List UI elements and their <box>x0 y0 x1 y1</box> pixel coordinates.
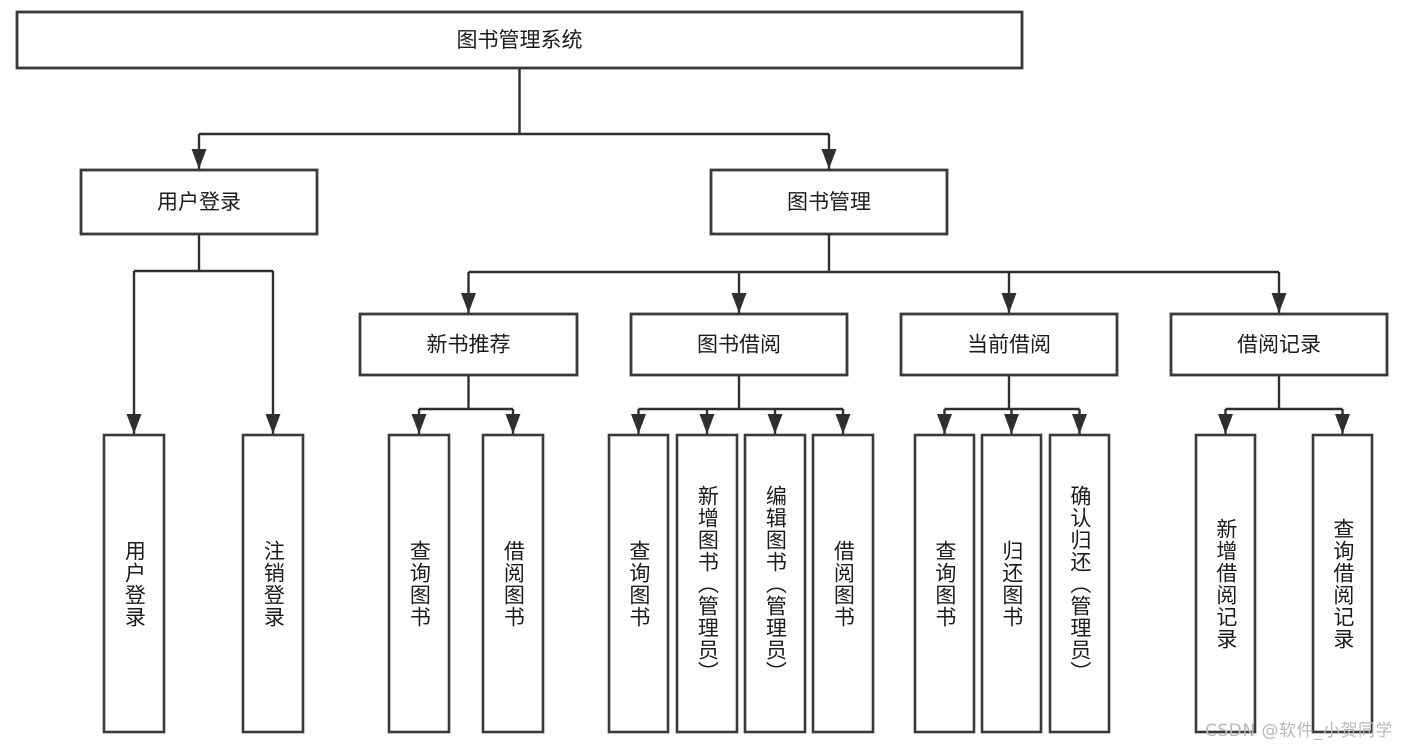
root-arrow-1 <box>821 149 837 169</box>
node-book-manage-label: 图书管理 <box>787 190 871 214</box>
node-new-book-recommend[interactable] <box>358 312 579 377</box>
node-book-borrow[interactable] <box>629 312 849 377</box>
new-book-recommend-arrow-0 <box>411 414 427 434</box>
book-borrow-arrow-1 <box>699 414 715 434</box>
node-root[interactable] <box>15 10 1024 70</box>
node-leaf-confirm-return[interactable] <box>1048 433 1111 734</box>
node-leaf-query-book-2[interactable] <box>607 433 670 734</box>
book-manage-arrow-1 <box>731 293 747 313</box>
node-leaf-borrow-book-1[interactable] <box>481 433 545 734</box>
node-borrow-record[interactable] <box>1169 312 1389 377</box>
node-leaf-user-login[interactable] <box>102 433 166 734</box>
book-manage-arrow-2 <box>1001 293 1017 313</box>
book-borrow-arrow-0 <box>631 414 646 434</box>
borrow-record-arrow-0 <box>1218 414 1233 434</box>
node-leaf-borrow-book-2[interactable] <box>811 433 875 734</box>
root-arrow-0 <box>191 149 207 169</box>
node-box-layer <box>15 10 1389 734</box>
book-manage-arrow-3 <box>1271 293 1287 313</box>
node-leaf-edit-book[interactable] <box>743 433 807 734</box>
node-current-borrow-label: 当前借阅 <box>967 333 1051 357</box>
user-login-arrow-1 <box>265 414 281 434</box>
node-book-borrow-label: 图书借阅 <box>697 333 781 357</box>
node-leaf-return-book[interactable] <box>980 433 1043 734</box>
book-manage-arrow-0 <box>461 293 476 313</box>
node-user-login-label: 用户登录 <box>157 190 241 214</box>
node-leaf-query-record[interactable] <box>1311 433 1374 734</box>
current-borrow-arrow-1 <box>1004 414 1019 434</box>
current-borrow-arrow-0 <box>937 414 952 434</box>
node-new-book-recommend-label: 新书推荐 <box>427 333 511 357</box>
new-book-recommend-arrow-1 <box>505 414 521 434</box>
current-borrow-arrow-2 <box>1072 414 1087 434</box>
node-leaf-user-logout[interactable] <box>241 433 305 734</box>
node-book-manage[interactable] <box>709 168 949 236</box>
node-borrow-record-label: 借阅记录 <box>1237 333 1321 357</box>
user-login-arrow-0 <box>126 414 142 434</box>
watermark-text: CSDN @软件_小贺同学 <box>1205 721 1393 741</box>
borrow-record-arrow-1 <box>1335 414 1350 434</box>
connector-layer <box>126 68 1350 434</box>
book-borrow-arrow-3 <box>835 414 851 434</box>
node-leaf-add-record[interactable] <box>1194 433 1257 734</box>
node-leaf-query-book-3[interactable] <box>913 433 976 734</box>
book-borrow-arrow-2 <box>767 414 783 434</box>
node-current-borrow[interactable] <box>899 312 1119 377</box>
node-root-label: 图书管理系统 <box>457 28 583 52</box>
node-user-login[interactable] <box>79 168 319 236</box>
node-leaf-add-book[interactable] <box>675 433 739 734</box>
node-leaf-query-book-1[interactable] <box>387 433 451 734</box>
